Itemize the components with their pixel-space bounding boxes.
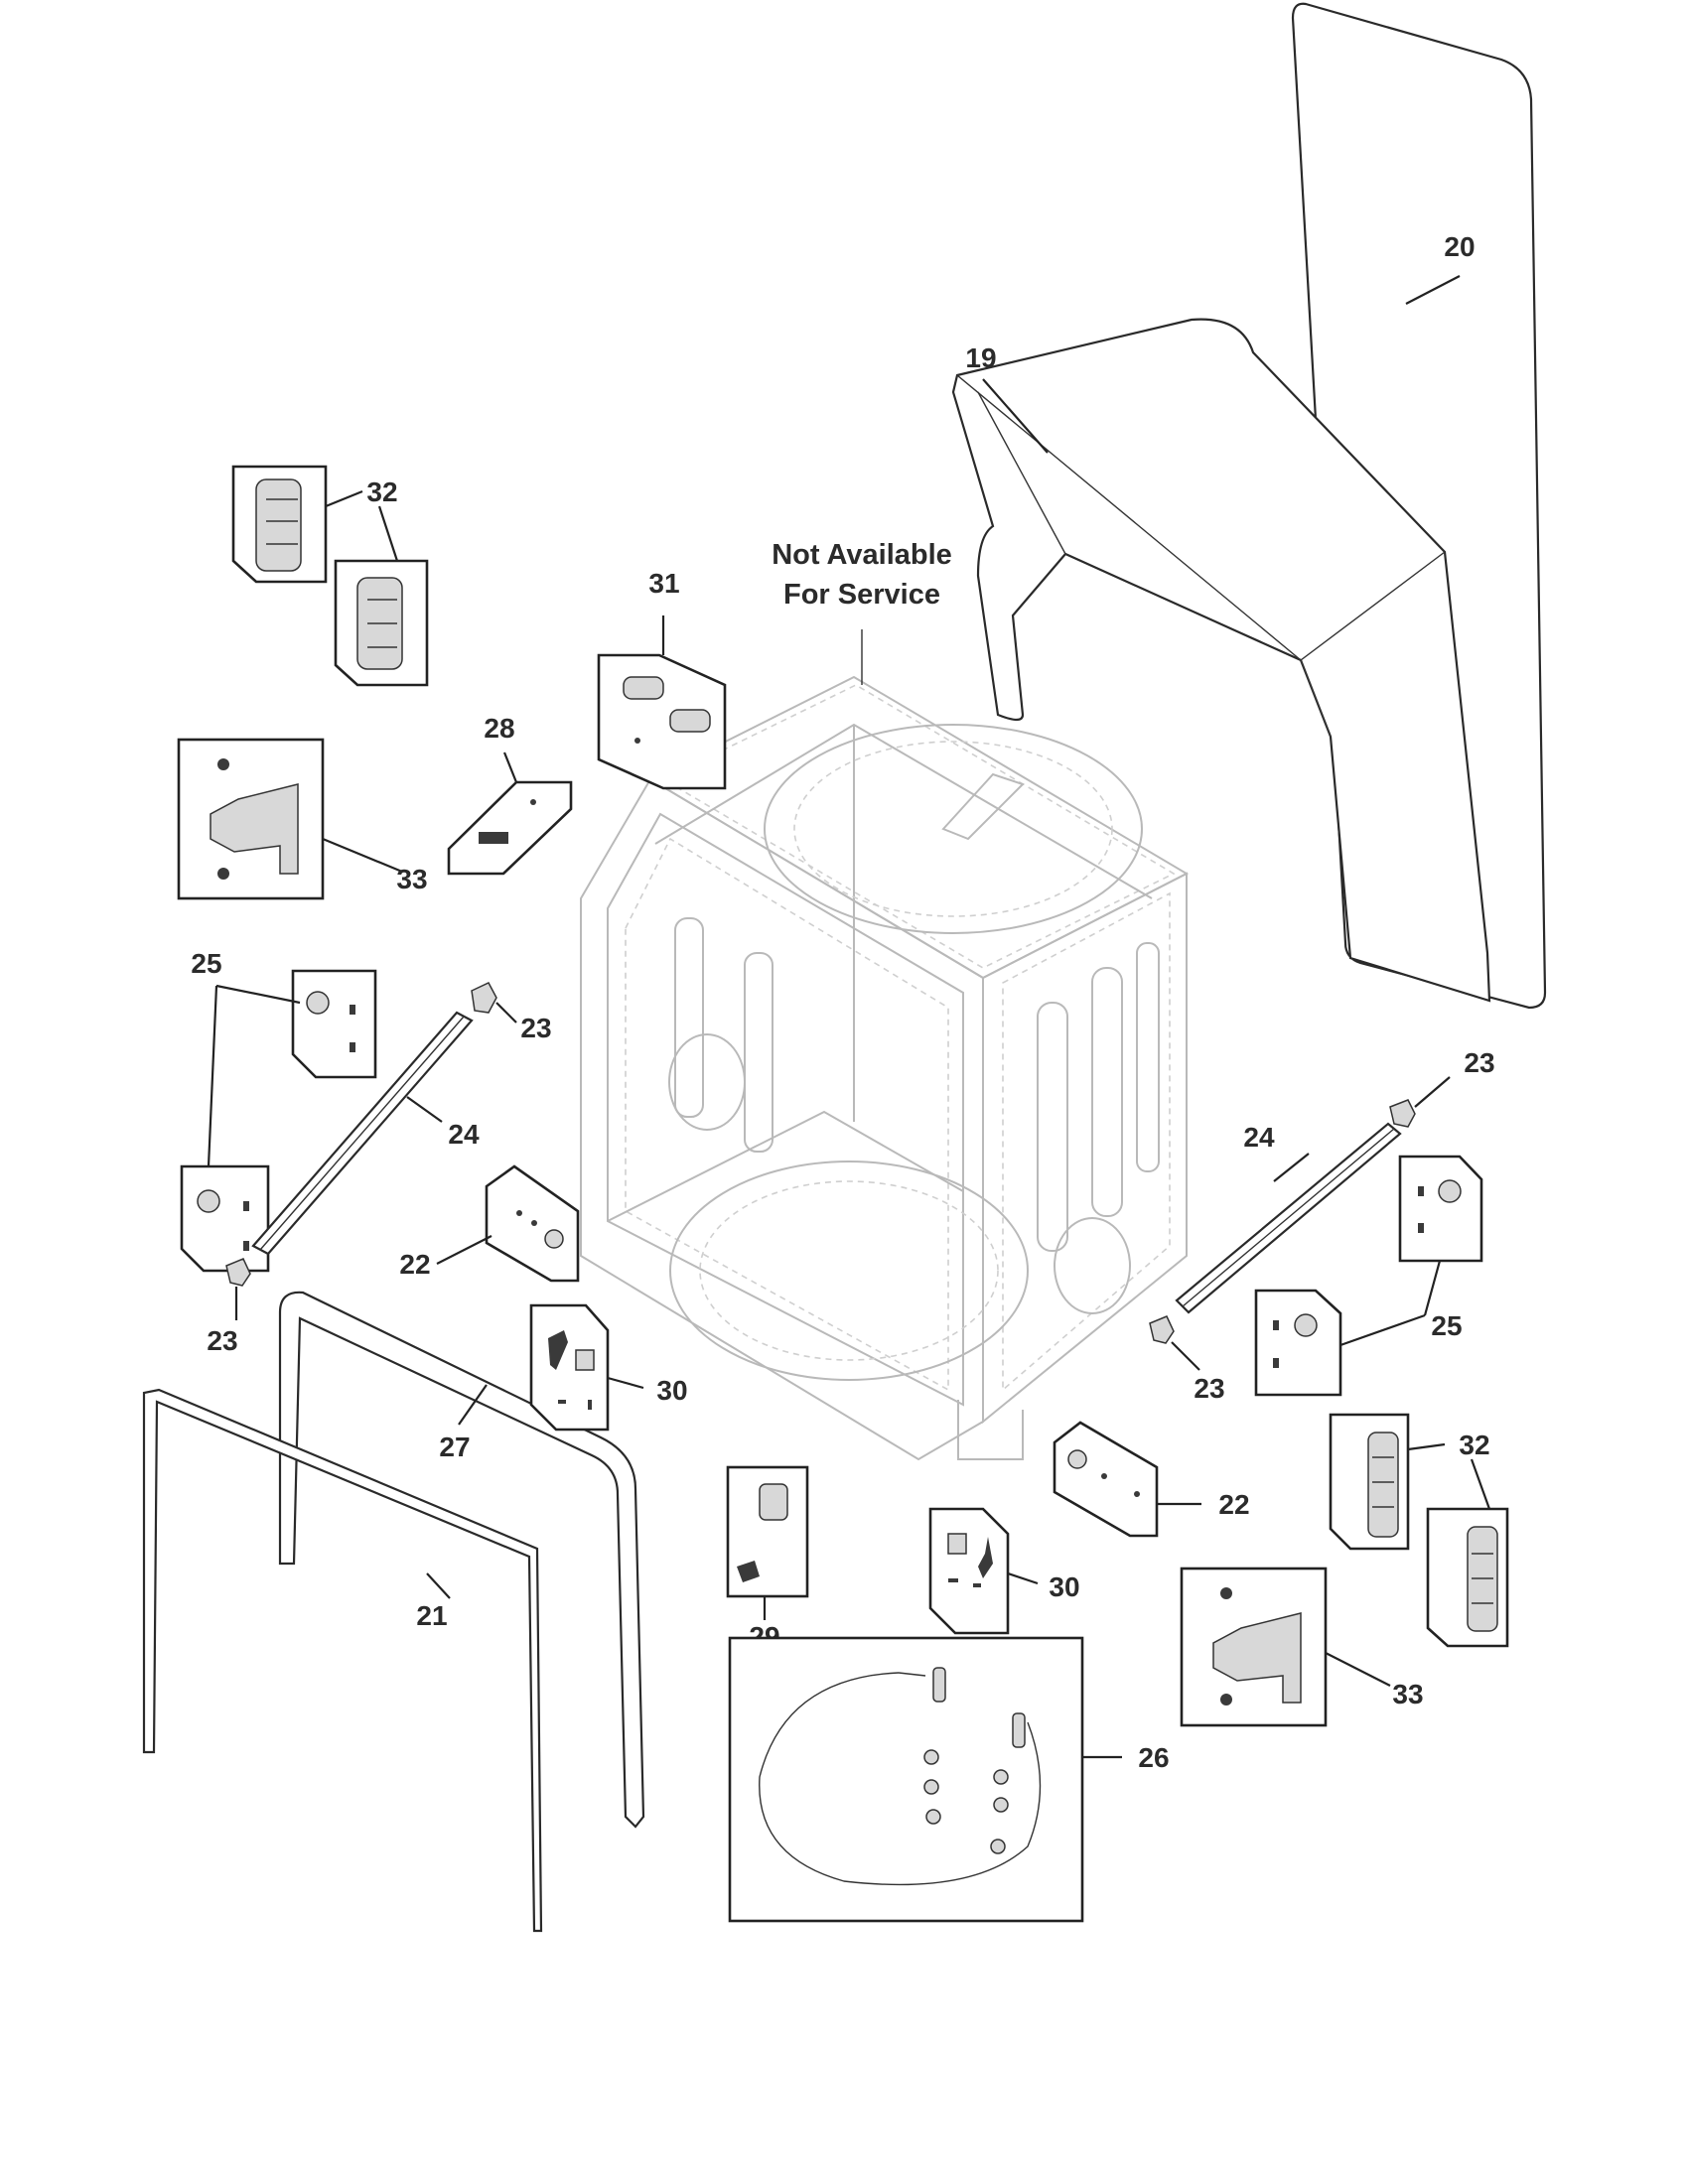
part-22-right-bracket (1053, 1421, 1201, 1538)
part-31-bracket-kit (597, 615, 727, 790)
part-24-left-rail (251, 1011, 474, 1256)
part-22-left-bracket (436, 1164, 580, 1283)
part-30-right-hinge-clip (928, 1507, 1039, 1635)
part-23-left-rail-end-caps (225, 982, 517, 1320)
callout-25-left: 25 (191, 948, 221, 979)
dishwasher-tub (580, 629, 1190, 1461)
callout-31: 31 (648, 568, 679, 599)
callout-22-right: 22 (1218, 1489, 1249, 1520)
callout-32-lower-right: 32 (1459, 1430, 1489, 1460)
part-33-left-hinge-plate (177, 738, 403, 900)
part-24-right-rail (1175, 1122, 1402, 1314)
part-32-left-guide-pair (231, 465, 429, 687)
part-19-top-insulation (951, 318, 1491, 1003)
part-23-right-rail-end-caps (1149, 1076, 1451, 1371)
callout-24-right: 24 (1243, 1122, 1275, 1153)
part-21-door-seal-strip (142, 1388, 543, 1933)
not-available-note-line2: For Service (783, 579, 940, 611)
part-32-right-guide-pair (1329, 1413, 1509, 1648)
part-26-hose-kit (728, 1636, 1122, 1923)
callout-23-upper-right: 23 (1464, 1047, 1494, 1078)
callout-25-right: 25 (1431, 1310, 1462, 1341)
callout-23-upper-left: 23 (520, 1013, 551, 1043)
callout-30-left: 30 (656, 1375, 687, 1406)
callout-19: 19 (965, 342, 996, 373)
part-25-left-mount-pair (180, 969, 377, 1273)
callout-23-lower-left: 23 (207, 1325, 237, 1356)
not-available-note-line1: Not Available (772, 539, 952, 571)
callout-27: 27 (439, 1432, 470, 1462)
part-29-sensor-bracket (726, 1465, 809, 1620)
callout-30-right: 30 (1049, 1571, 1079, 1602)
callout-26: 26 (1138, 1742, 1169, 1773)
callout-21: 21 (416, 1600, 447, 1631)
part-28-clip (447, 751, 573, 876)
callout-33-right: 33 (1392, 1679, 1423, 1709)
callout-22-left: 22 (399, 1249, 430, 1280)
callout-23-lower-right: 23 (1194, 1373, 1224, 1404)
part-30-left-hinge-clip (529, 1303, 644, 1432)
callout-20: 20 (1444, 231, 1475, 262)
part-25-right-mount-pair (1254, 1155, 1483, 1397)
part-33-right-hinge-plate (1180, 1567, 1391, 1727)
callout-24-left: 24 (448, 1119, 480, 1150)
callout-33-left: 33 (396, 864, 427, 894)
callout-28: 28 (484, 713, 514, 744)
callout-32-upper-left: 32 (366, 477, 397, 507)
